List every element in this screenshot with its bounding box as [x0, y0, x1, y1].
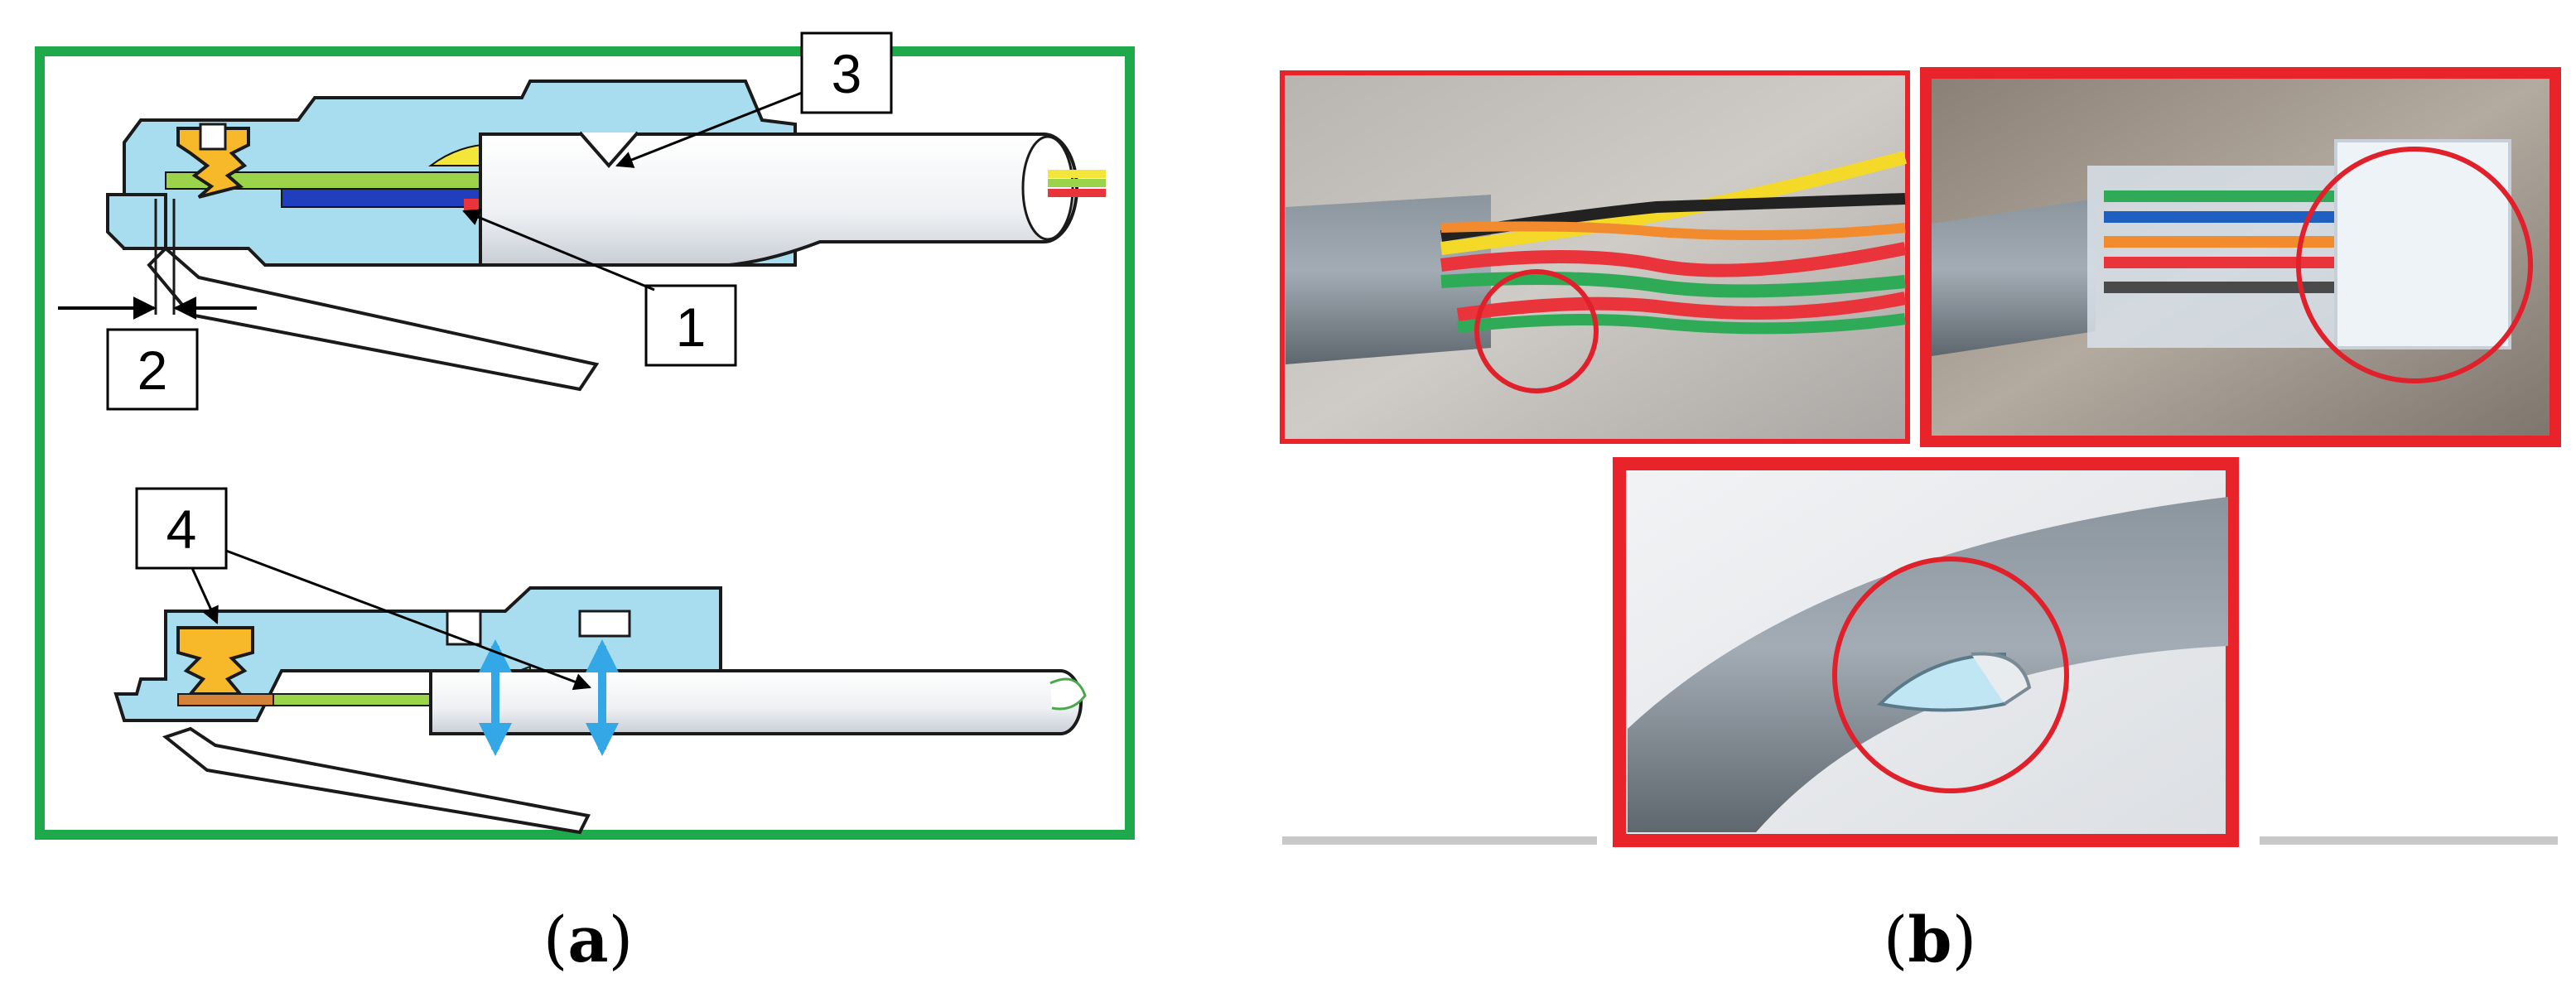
photo-twisted-pairs: [1280, 70, 1910, 444]
caption-b-close: ): [1951, 903, 1977, 976]
callout-4: 4: [135, 487, 591, 691]
connector-top: [58, 80, 1106, 392]
connector-top-nose: [106, 193, 167, 250]
panel-b: [1280, 67, 2561, 847]
highlight-circle-1: [1474, 269, 1599, 393]
caption-a: (a): [514, 903, 663, 976]
connector-bottom-cable: [429, 669, 1083, 735]
connector-top-latch: [147, 246, 600, 392]
callout-3: 3: [615, 31, 893, 168]
photo-damaged-jacket: [1282, 457, 2558, 847]
highlight-circle-3: [1832, 557, 2069, 793]
callout-2: 2: [106, 328, 199, 411]
connector-top-contact: [176, 123, 250, 199]
caption-a-close: ): [608, 903, 634, 976]
callout-3-label: 3: [832, 43, 862, 104]
callout-2-label: 2: [137, 340, 168, 401]
connector-bottom-latch: [162, 726, 591, 835]
caption-b: (b): [1855, 903, 2004, 976]
highlight-circle-2: [2296, 147, 2533, 383]
callout-4-label: 4: [166, 499, 197, 560]
panel-a: 3 1 2 4: [35, 31, 1135, 840]
callout-1: 1: [462, 209, 737, 367]
caption-a-letter: a: [567, 903, 609, 976]
caption-b-open: (: [1883, 903, 1908, 976]
caption-b-letter: b: [1908, 903, 1952, 976]
caption-a-open: (: [543, 903, 568, 976]
photo-connector-closeup: [1920, 67, 2561, 447]
callout-1-label: 1: [676, 296, 707, 358]
connector-bottom: [113, 586, 1087, 835]
